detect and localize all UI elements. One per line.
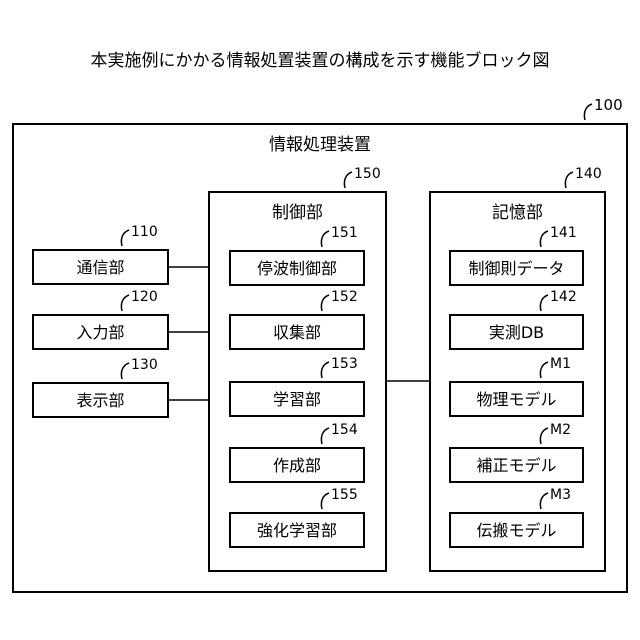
control-item-ref: 151 xyxy=(331,225,358,241)
control-item-label: 作成部 xyxy=(273,456,321,475)
control-unit-label: 制御部 xyxy=(272,203,323,223)
device-ref: 100 xyxy=(594,96,623,114)
device-label: 情報処理装置 xyxy=(269,135,371,155)
control-unit-ref: 150 xyxy=(354,166,381,182)
storage-unit-box: 記憶部 140 制御則データ 141 実測DB 142 物理モデル M1 補正モ… xyxy=(430,166,605,571)
control-item-ref: 155 xyxy=(331,487,358,503)
control-unit-box: 制御部 150 停波制御部 151 収集部 152 学習部 153 作成部 15… xyxy=(209,166,386,571)
left-unit-label: 通信部 xyxy=(76,258,124,277)
control-item-label: 強化学習部 xyxy=(257,521,337,540)
control-item-label: 収集部 xyxy=(273,323,321,342)
storage-unit-ref: 140 xyxy=(575,166,602,182)
storage-item-label: 制御則データ xyxy=(468,259,564,278)
diagram-title: 本実施例にかかる情報処置装置の構成を示す機能ブロック図 xyxy=(91,50,550,71)
storage-unit-label: 記憶部 xyxy=(492,203,543,223)
storage-item-ref: 141 xyxy=(550,225,577,241)
storage-item-ref: 142 xyxy=(550,289,577,305)
left-unit-ref: 130 xyxy=(131,357,158,373)
left-unit-label: 入力部 xyxy=(76,323,124,342)
control-item-label: 停波制御部 xyxy=(257,259,337,278)
control-item-ref: 152 xyxy=(331,289,358,305)
left-unit-ref: 110 xyxy=(131,224,158,240)
storage-item-ref: M2 xyxy=(550,422,571,438)
control-item-label: 学習部 xyxy=(273,390,321,409)
storage-item-label: 伝搬モデル xyxy=(476,521,556,540)
storage-item-label: 物理モデル xyxy=(476,390,556,409)
control-item-ref: 154 xyxy=(331,422,358,438)
left-unit-ref: 120 xyxy=(131,289,158,305)
storage-item-label: 補正モデル xyxy=(476,456,556,475)
control-item-ref: 153 xyxy=(331,356,358,372)
device-ref-leader xyxy=(584,104,592,120)
left-unit-label: 表示部 xyxy=(76,391,124,410)
storage-item-label: 実測DB xyxy=(489,323,544,342)
storage-item-ref: M1 xyxy=(550,356,571,372)
storage-item-ref: M3 xyxy=(550,487,571,503)
